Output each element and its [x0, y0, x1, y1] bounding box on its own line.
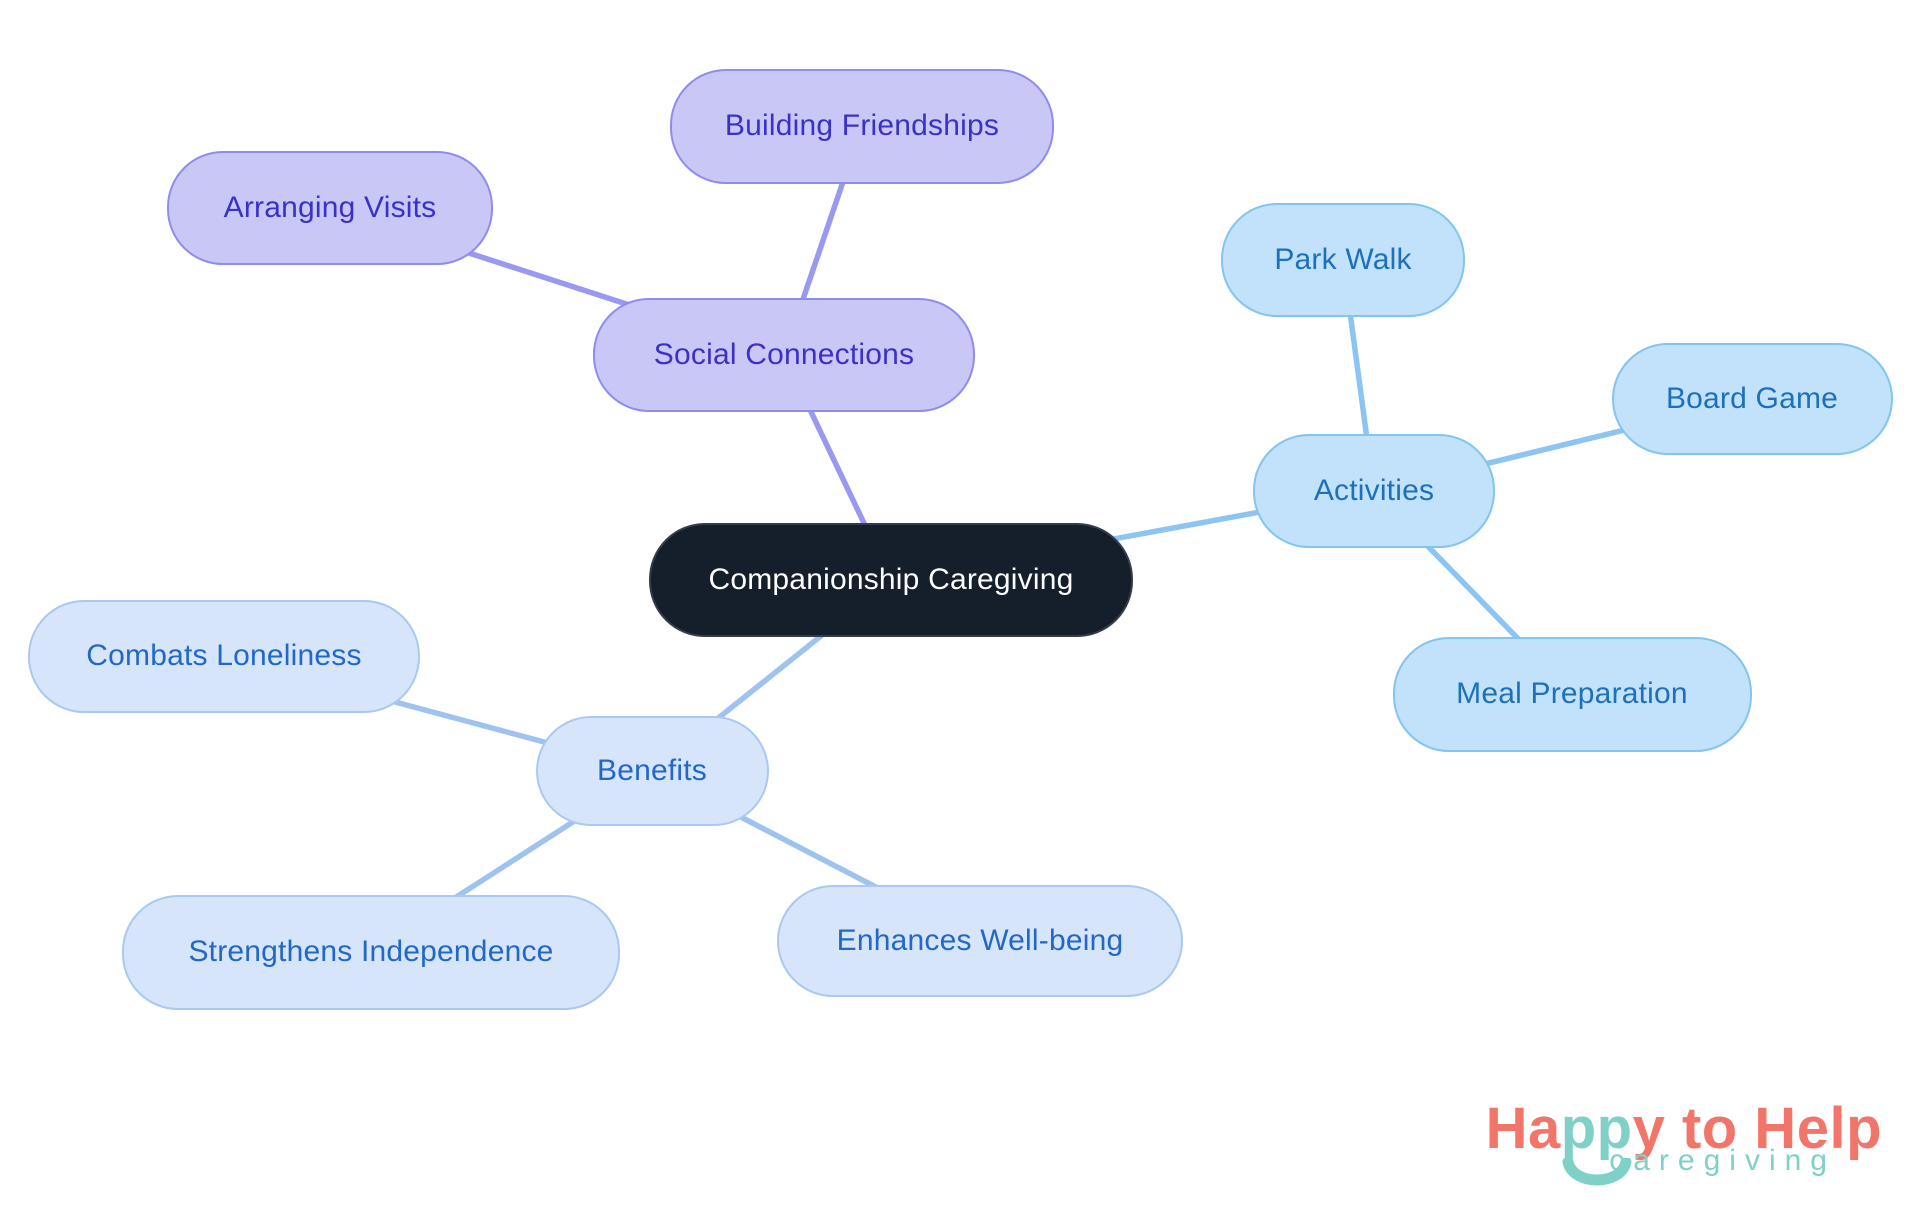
node-building-friendships[interactable]: Building Friendships: [670, 68, 1054, 184]
node-label: Meal Preparation: [1456, 677, 1688, 710]
node-label: Building Friendships: [724, 109, 1000, 142]
node-label: Benefits: [597, 754, 707, 787]
node-meal-preparation[interactable]: Meal Preparation: [1392, 636, 1752, 752]
node-board-game[interactable]: Board Game: [1611, 343, 1893, 455]
logo-part-y-to-help: y to Help: [1632, 1096, 1882, 1161]
node-label: Board Game: [1665, 382, 1839, 415]
node-label: Companionship Caregiving: [708, 563, 1074, 596]
logo-part-pp-text: pp: [1560, 1096, 1633, 1161]
node-label: Enhances Well-being: [836, 924, 1124, 957]
node-park-walk[interactable]: Park Walk: [1221, 203, 1465, 317]
node-label: Arranging Visits: [223, 191, 437, 224]
node-benefits[interactable]: Benefits: [535, 716, 769, 826]
node-label: Social Connections: [653, 338, 915, 371]
logo-part-ha: Ha: [1485, 1096, 1561, 1161]
node-strengthens-independence[interactable]: Strengthens Independence: [122, 894, 620, 1010]
node-combats-loneliness[interactable]: Combats Loneliness: [28, 599, 420, 713]
node-label: Activities: [1313, 474, 1435, 507]
node-arranging-visits[interactable]: Arranging Visits: [167, 151, 493, 265]
node-activities[interactable]: Activities: [1253, 434, 1495, 548]
node-label: Strengthens Independence: [188, 935, 554, 968]
node-label: Park Walk: [1274, 243, 1412, 276]
node-label: Combats Loneliness: [86, 639, 362, 672]
node-enhances-wellbeing[interactable]: Enhances Well-being: [777, 885, 1183, 997]
logo-part-pp: pp: [1561, 1100, 1633, 1186]
node-social-connections[interactable]: Social Connections: [593, 298, 975, 412]
node-root[interactable]: Companionship Caregiving: [649, 523, 1133, 637]
logo-tagline: caregiving: [1609, 1144, 1836, 1177]
smile-icon: [1562, 1158, 1632, 1186]
